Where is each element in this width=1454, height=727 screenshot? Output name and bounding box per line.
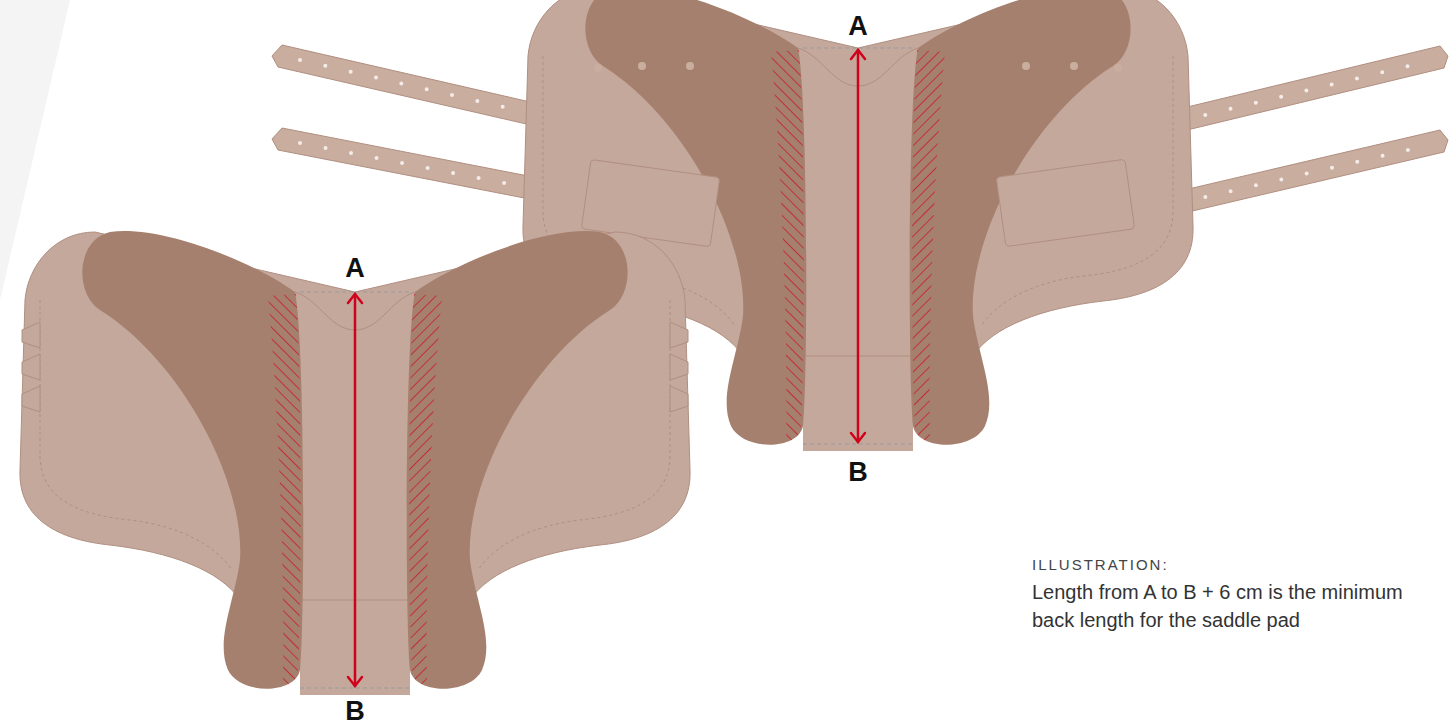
dimension-letter: A (345, 255, 365, 282)
dimension-letter: B (345, 697, 365, 724)
illustration-heading: ILLUSTRATION: (1032, 556, 1169, 573)
dimension-letter: B (848, 459, 868, 486)
note-text: Length from A to B + 6 cm is the minimum… (1032, 578, 1442, 635)
dimension-letter: A (848, 13, 868, 40)
